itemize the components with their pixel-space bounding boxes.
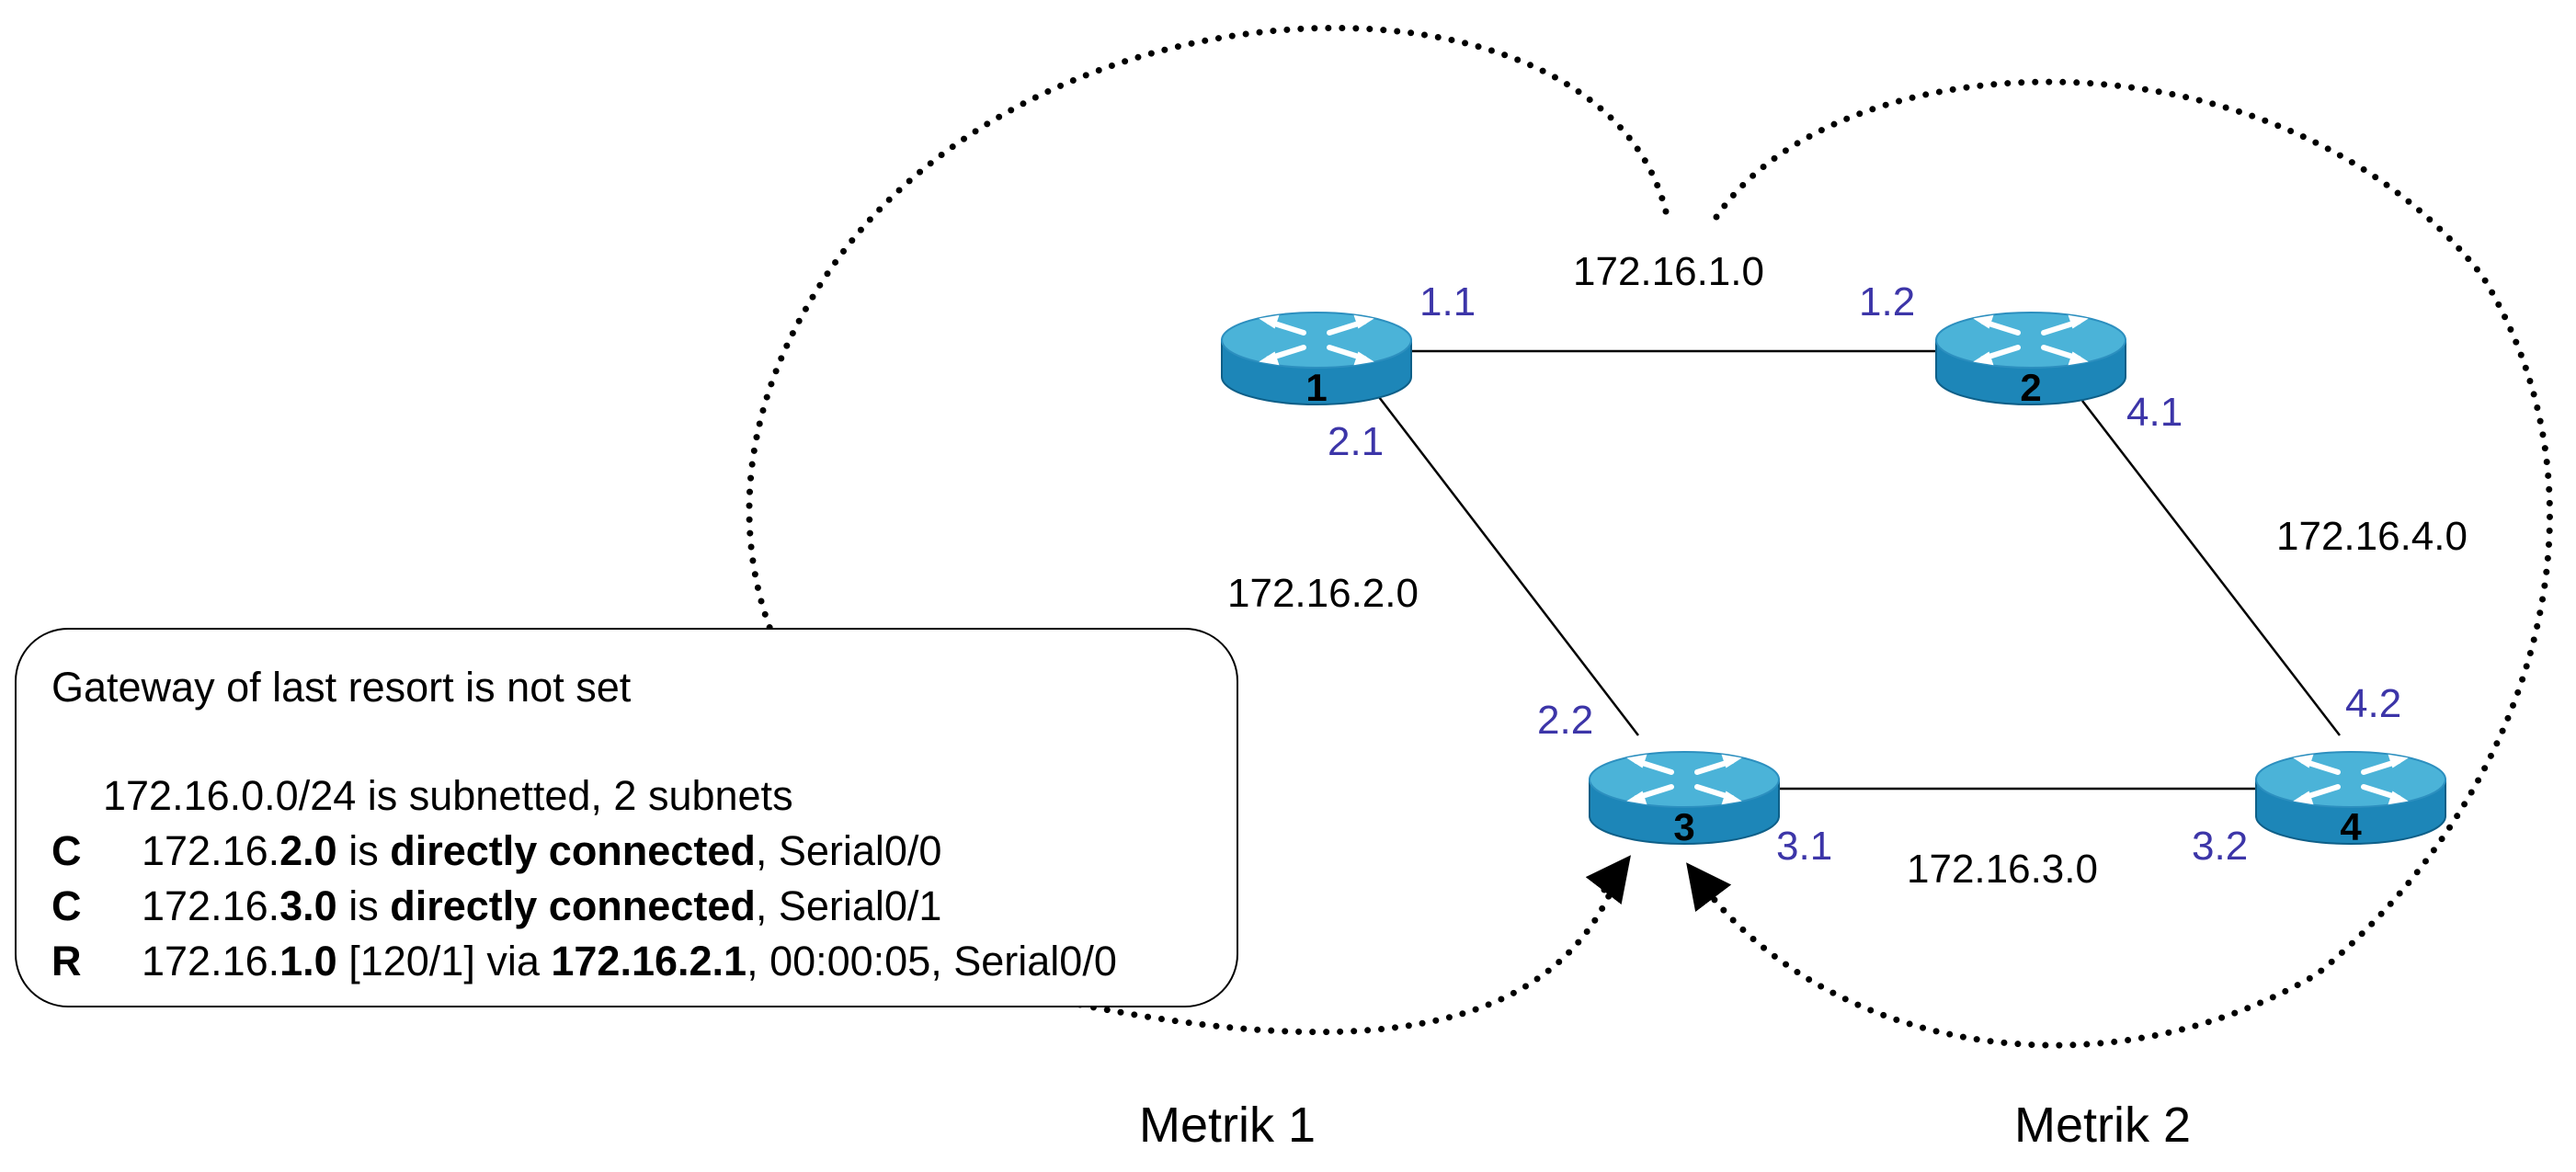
interface-label: 1.1	[1419, 279, 1476, 324]
gateway-line: Gateway of last resort is not set	[51, 664, 632, 711]
route-text: 172.16.2.0 is directly connected, Serial…	[142, 830, 941, 871]
route-interface: , 00:00:05, Serial0/0	[747, 938, 1117, 984]
route-network: 1.0	[279, 938, 337, 984]
route-network: 2.0	[279, 827, 337, 874]
route-interface: , Serial0/0	[755, 827, 942, 874]
network-label-net2: 172.16.2.0	[1227, 571, 1419, 616]
network-label-net3: 172.16.3.0	[1907, 847, 2098, 892]
route-interface: , Serial0/1	[755, 882, 942, 929]
metric-1-label: Metrik 1	[1139, 1098, 1316, 1153]
route-middle: [120/1] via	[336, 938, 552, 984]
interface-label: 1.2	[1859, 279, 1915, 324]
metric-2-arrowhead	[1686, 862, 1732, 913]
metric-1-return-path	[1063, 866, 1624, 1036]
route-detail: directly connected	[390, 882, 756, 929]
route-prefix: 172.16.	[142, 938, 280, 984]
link-r1-r3	[1378, 396, 1639, 736]
route-detail: 172.16.2.1	[551, 938, 747, 984]
router-4-label: 4	[2340, 805, 2362, 848]
metric-1-arrowhead	[1585, 855, 1631, 905]
route-code: C	[51, 882, 82, 929]
router-2-label: 2	[2020, 366, 2041, 409]
route-detail: directly connected	[390, 827, 756, 874]
route-prefix: 172.16.	[142, 827, 280, 874]
router-2[interactable]: 2	[1936, 313, 2126, 409]
router-1-label: 1	[1305, 366, 1327, 409]
router-3[interactable]: 3	[1590, 752, 1779, 848]
metric-2-label: Metrik 2	[2014, 1098, 2191, 1153]
route-text: 172.16.1.0 [120/1] via 172.16.2.1, 00:00…	[142, 940, 1117, 982]
router-4[interactable]: 4	[2256, 752, 2445, 848]
route-prefix: 172.16.	[142, 882, 280, 929]
route-network: 3.0	[279, 882, 337, 929]
interface-label: 4.2	[2345, 681, 2401, 726]
interface-label: 3.1	[1776, 824, 1832, 869]
interface-label: 4.1	[2126, 390, 2183, 435]
route-middle: is	[336, 827, 391, 874]
routing-table-box: Gateway of last resort is not set 172.16…	[15, 628, 1238, 1007]
metric-1-path	[746, 24, 1670, 638]
router-3-label: 3	[1673, 805, 1694, 848]
route-middle: is	[336, 882, 391, 929]
interface-label: 2.2	[1537, 698, 1593, 743]
network-label-net1: 172.16.1.0	[1573, 249, 1764, 294]
metric-2-path	[1694, 78, 2553, 1049]
interface-label: 2.1	[1328, 419, 1384, 464]
link-r2-r4	[2081, 400, 2341, 736]
interface-label: 3.2	[2192, 824, 2248, 869]
route-code: R	[51, 938, 82, 984]
network-label-net4: 172.16.4.0	[2276, 514, 2468, 559]
subnet-summary-line: 172.16.0.0/24 is subnetted, 2 subnets	[103, 772, 793, 819]
route-text: 172.16.3.0 is directly connected, Serial…	[142, 885, 941, 927]
router-1[interactable]: 1	[1222, 313, 1411, 409]
route-code: C	[51, 827, 82, 874]
